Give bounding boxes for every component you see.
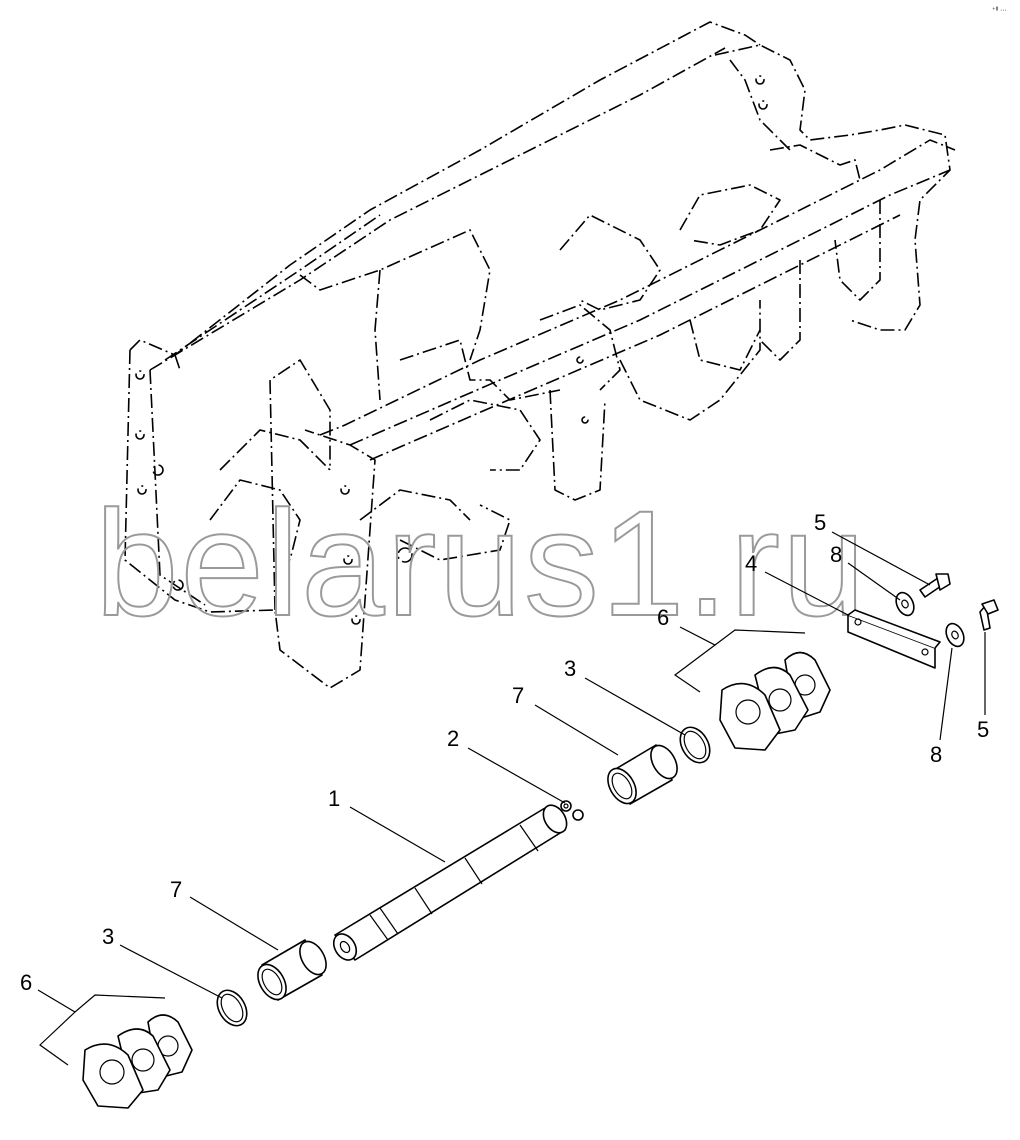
shaft-part-1 [332,804,568,961]
grease-fitting-part-2 [560,800,584,821]
callout-7-lower: 7 [170,877,182,902]
callout-5-upper: 5 [814,510,826,535]
bolt-part-5-lower [979,599,999,631]
bolt-part-5-upper [919,573,951,598]
callout-labels: 1 2 3 3 4 5 5 6 6 7 7 8 8 [20,510,989,995]
leader-lines [37,531,986,1066]
watermark-text: belarus1.ru [95,479,867,647]
washer-part-8-lower [945,622,965,648]
plate-part-4 [847,609,941,669]
callout-7-upper: 7 [512,683,524,708]
callout-6-lower: 6 [20,970,32,995]
callout-4: 4 [745,551,757,576]
bushing-part-7-lower [257,939,327,1001]
shim-plates-part-6-lower [82,1014,193,1109]
shim-plates-part-6-upper [719,651,831,751]
callout-3-upper: 3 [564,656,576,681]
callout-1: 1 [328,786,340,811]
callout-2: 2 [447,726,459,751]
callout-8-upper: 8 [830,542,842,567]
bushing-part-7-upper [607,744,678,805]
callout-6-upper: 6 [657,605,669,630]
callout-5-lower: 5 [977,717,989,742]
ring-part-3-lower [216,989,248,1027]
callout-8-lower: 8 [930,742,942,767]
callout-3-lower: 3 [102,924,114,949]
ring-part-3-upper [679,726,711,764]
washer-part-8-upper [895,591,915,617]
tractor-frame-outline [124,21,956,689]
corner-mark: ⁺ᴵᴵ ··· [992,7,1007,14]
